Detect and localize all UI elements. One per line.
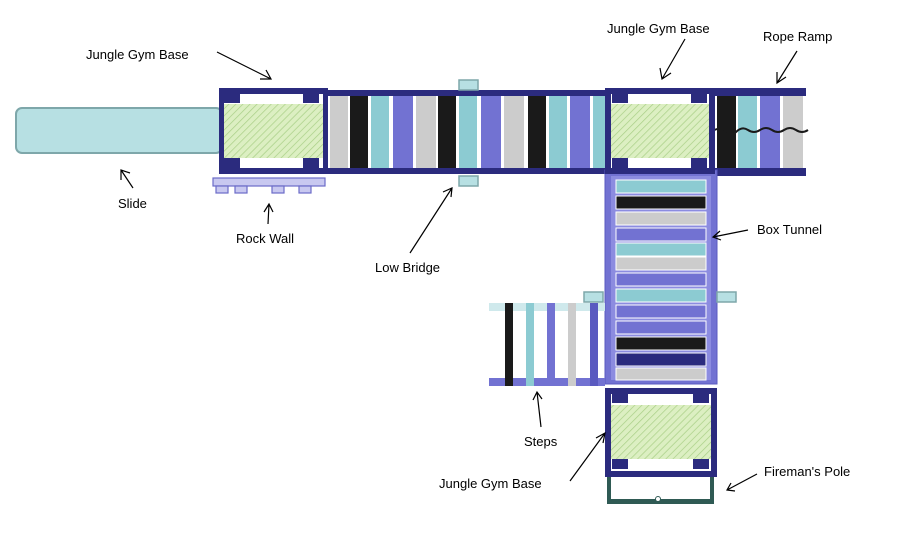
label-low-bridge: Low Bridge (375, 260, 441, 275)
arrow-steps (532, 390, 543, 428)
arrow-firemans-pole (726, 473, 758, 492)
label-rope-ramp: Rope Ramp (763, 29, 833, 44)
callout-arrows (120, 38, 798, 492)
low-bridge (328, 79, 606, 187)
arrow-box-tunnel (711, 229, 749, 241)
slide (15, 107, 223, 154)
jungle-gym-base-top-right (605, 88, 715, 174)
jungle-gym-base-top-left (219, 88, 328, 174)
jungle-gym-base-bottom (605, 388, 717, 477)
label-base-bottom: Jungle Gym Base (439, 476, 542, 491)
label-steps: Steps (524, 434, 558, 449)
label-slide: Slide (118, 196, 147, 211)
label-rock-wall: Rock Wall (236, 231, 295, 246)
label-firemans-pole: Fireman's Pole (764, 464, 851, 479)
arrow-slide (120, 169, 134, 189)
box-tunnel (583, 169, 737, 385)
arrow-rope-ramp (776, 50, 798, 85)
arrow-base-top-left (216, 51, 273, 80)
label-box-tunnel: Box Tunnel (757, 222, 823, 237)
arrow-rock-wall (263, 202, 274, 225)
label-base-top-left: Jungle Gym Base (86, 47, 189, 62)
rock-wall (212, 177, 326, 194)
rope-ramp (711, 88, 809, 176)
steps (489, 303, 605, 386)
firemans-pole (607, 477, 714, 504)
arrow-base-bottom (569, 431, 606, 482)
arrow-low-bridge (409, 187, 453, 254)
label-base-top-right: Jungle Gym Base (607, 21, 710, 36)
arrow-base-top-right (659, 38, 686, 81)
